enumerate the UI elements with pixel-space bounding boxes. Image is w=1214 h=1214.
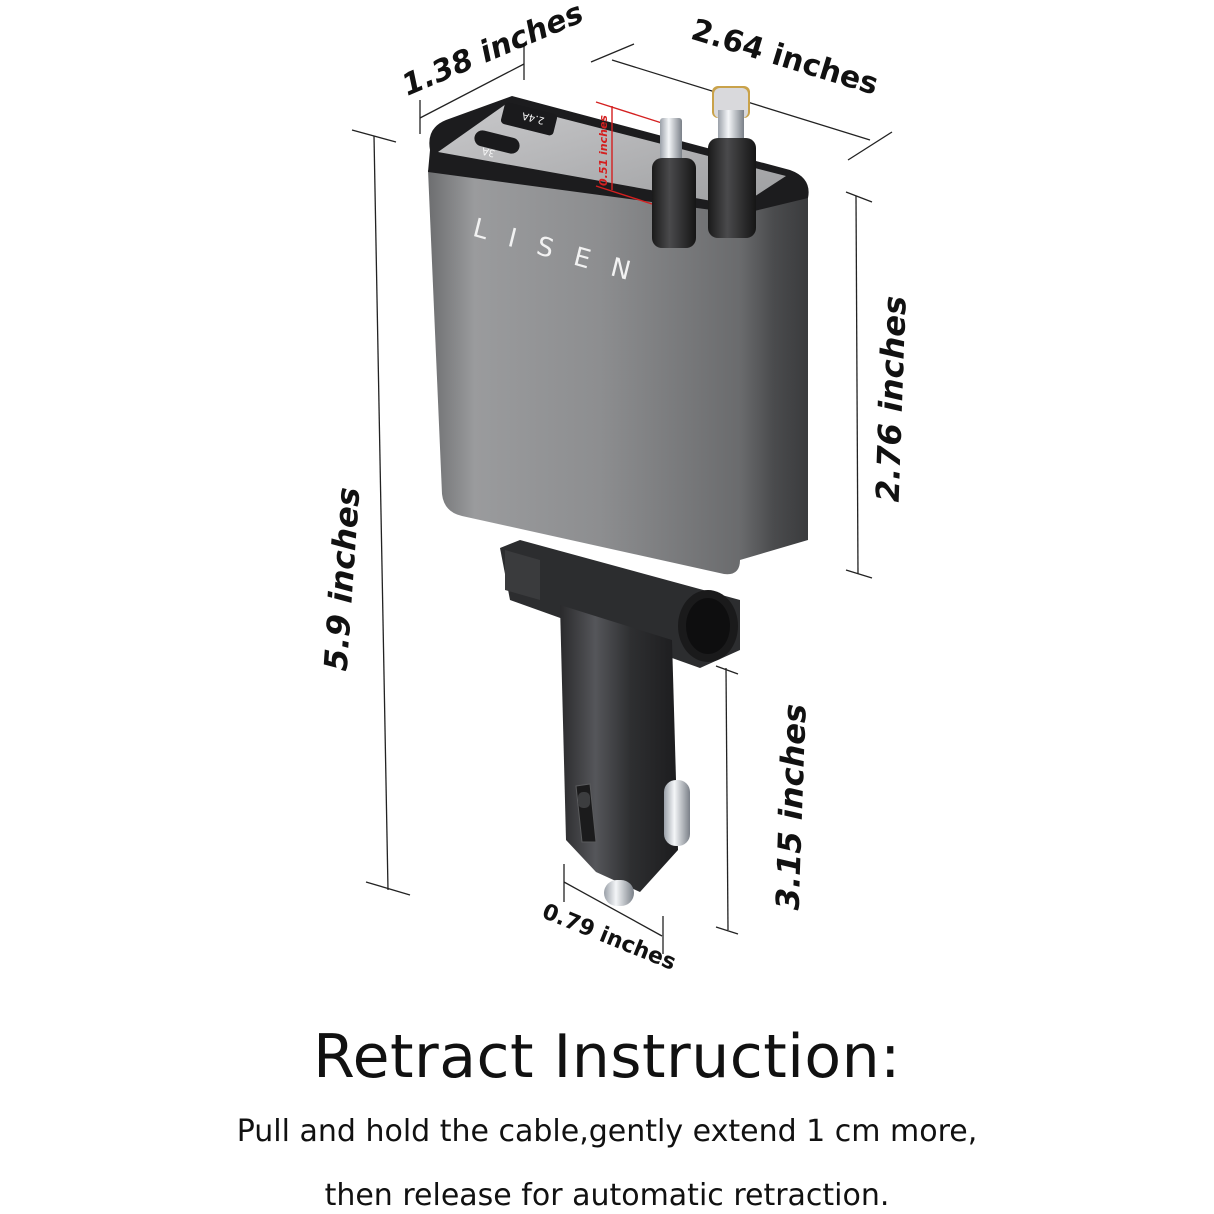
swivel-joint [500, 540, 740, 668]
body-height-dimension-label: 2.76 inches [868, 295, 914, 503]
instruction-line-2: then release for automatic retraction. [324, 1178, 890, 1213]
body-front [428, 170, 740, 575]
car-plug [560, 605, 690, 906]
instruction-line-1: Pull and hold the cable,gently extend 1 … [236, 1114, 978, 1149]
body-side [740, 196, 808, 560]
cable-head-dimension [595, 101, 666, 205]
product-diagram: LISEN 2.4A 3A 0.51 inches 1.38 inches 2.… [317, 0, 914, 976]
cable-head-dimension-label: 0.51 inches [596, 115, 610, 186]
usb-c-port [474, 130, 520, 154]
dimension-lines [351, 43, 893, 954]
plug-length-dimension-label: 3.15 inches [768, 703, 814, 911]
retractable-cables [652, 86, 756, 248]
usb-a-port [500, 102, 558, 136]
instruction-heading: Retract Instruction: [313, 1022, 901, 1092]
